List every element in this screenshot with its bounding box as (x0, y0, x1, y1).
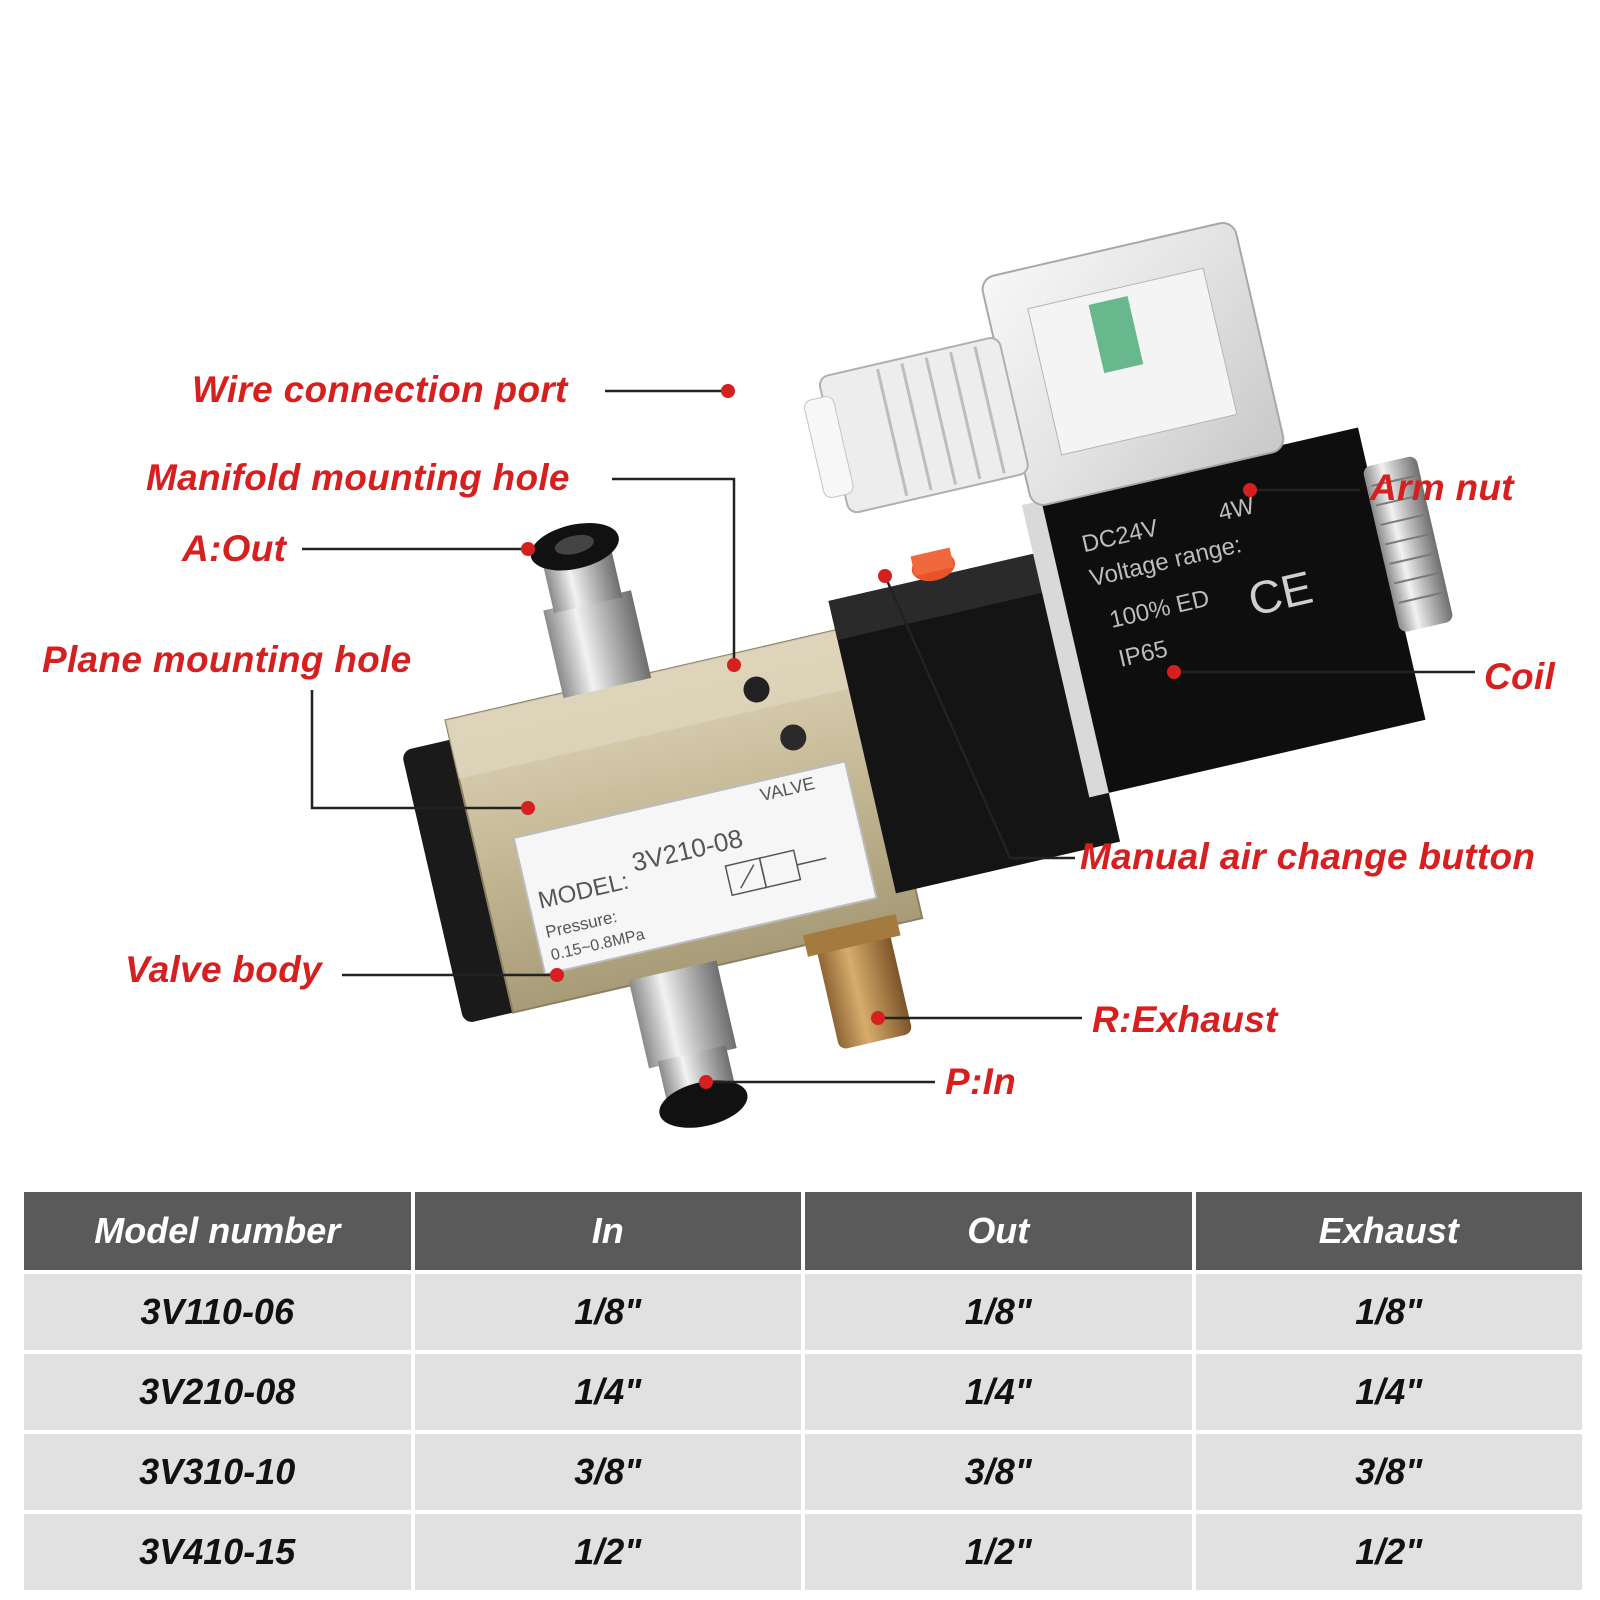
valve-symbol (724, 849, 827, 897)
header-exhaust: Exhaust (1195, 1192, 1582, 1270)
cell-model: 3V110-06 (24, 1274, 411, 1350)
dot-manual (878, 569, 892, 583)
cell-exhaust: 3/8" (1195, 1434, 1582, 1510)
cell-exhaust: 1/2" (1195, 1514, 1582, 1590)
cell-exhaust: 1/4" (1195, 1354, 1582, 1430)
table-row: 3V410-15 1/2" 1/2" 1/2" (24, 1514, 1582, 1590)
cell-in: 1/2" (414, 1514, 801, 1590)
spec-table: Model number In Out Exhaust 3V110-06 1/8… (20, 1188, 1586, 1594)
table-row: 3V110-06 1/8" 1/8" 1/8" (24, 1274, 1582, 1350)
cell-out: 1/8" (805, 1274, 1192, 1350)
valve-diagram: VALVE MODEL: 3V210-08 Pressure: 0.15~0.8… (42, 222, 1556, 1128)
cell-out: 1/4" (805, 1354, 1192, 1430)
pilot-section (828, 549, 1121, 894)
cell-out: 1/2" (805, 1514, 1192, 1590)
callout-r-exhaust: R:Exhaust (1092, 999, 1278, 1040)
exhaust-muffler (814, 917, 912, 1049)
dot-valve-body (550, 968, 564, 982)
dot-manifold (727, 658, 741, 672)
product-label-plate (512, 760, 878, 976)
header-out: Out (805, 1192, 1192, 1270)
callout-valve-body: Valve body (125, 949, 322, 990)
dot-wire-port (721, 384, 735, 398)
cell-in: 3/8" (414, 1434, 801, 1510)
p-in-fitting (628, 960, 737, 1069)
dot-p-in (699, 1075, 713, 1089)
arm-nut (1363, 456, 1453, 632)
cell-in: 1/8" (414, 1274, 801, 1350)
cell-model: 3V210-08 (24, 1354, 411, 1430)
callout-manifold-mounting-hole: Manifold mounting hole (146, 457, 570, 498)
cell-in: 1/4" (414, 1354, 801, 1430)
dot-a-out (521, 542, 535, 556)
cell-exhaust: 1/8" (1195, 1274, 1582, 1350)
dot-arm-nut (1243, 483, 1257, 497)
cell-out: 3/8" (805, 1434, 1192, 1510)
cell-model: 3V310-10 (24, 1434, 411, 1510)
callout-plane-mounting-hole: Plane mounting hole (42, 639, 412, 680)
mounting-hole (743, 676, 770, 703)
dot-plane (521, 801, 535, 815)
dot-coil (1167, 665, 1181, 679)
valve-illustration: VALVE MODEL: 3V210-08 Pressure: 0.15~0.8… (302, 222, 1475, 1128)
leader-plane (310, 690, 528, 810)
leader-manual (883, 575, 1075, 860)
header-model-number: Model number (24, 1192, 411, 1270)
callout-p-in: P:In (945, 1061, 1017, 1102)
callout-arm-nut: Arm nut (1370, 467, 1514, 508)
dot-exhaust (871, 1011, 885, 1025)
coil (1036, 427, 1426, 795)
table-row: 3V310-10 3/8" 3/8" 3/8" (24, 1434, 1582, 1510)
header-in: In (414, 1192, 801, 1270)
cell-model: 3V410-15 (24, 1514, 411, 1590)
a-out-fitting (543, 590, 652, 699)
callout-wire-connection-port: Wire connection port (192, 369, 568, 410)
callout-coil: Coil (1484, 656, 1556, 697)
table-row: 3V210-08 1/4" 1/4" 1/4" (24, 1354, 1582, 1430)
callout-a-out: A:Out (182, 528, 287, 569)
table-header-row: Model number In Out Exhaust (24, 1192, 1582, 1270)
leader-manifold (612, 477, 736, 665)
callout-manual-air-change-button: Manual air change button (1080, 836, 1536, 877)
